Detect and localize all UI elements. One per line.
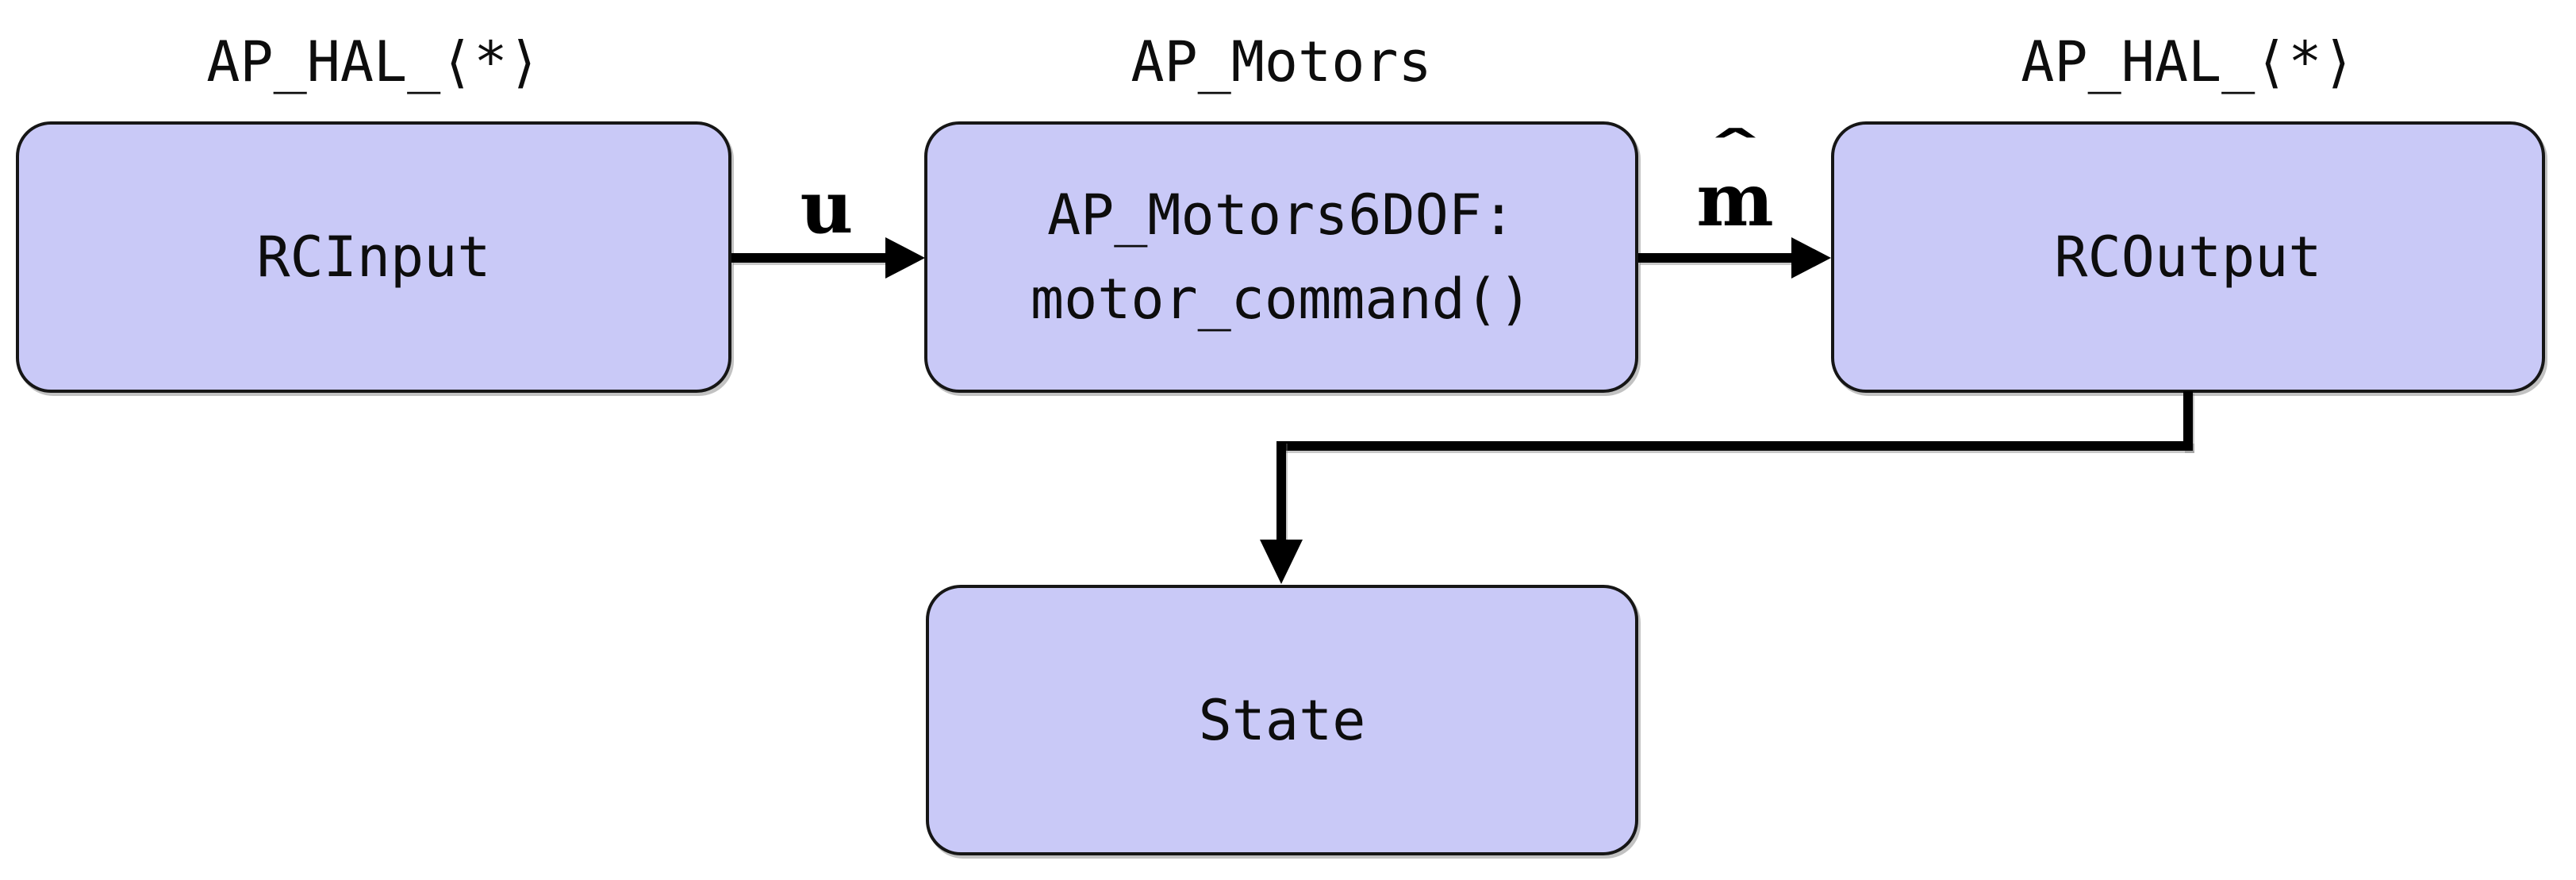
node-rcoutput: RCOutput [1831,121,2545,393]
edge-u-label-base: u [800,164,854,250]
node-ap-motors6dof-label-line2: motor_command() [1030,267,1533,332]
edge-u-arrowhead-right-icon [885,237,925,279]
edge-m-hat-arrowhead-right-icon [1791,237,1831,279]
connector-arrowhead-down-icon [1260,540,1303,584]
node-title-rcinput: AP_HAL_⟨*⟩ [206,29,541,94]
edge-u-line [731,253,888,263]
node-rcinput-label: RCInput [256,225,491,290]
connector-rcoutput-down-segment [2183,391,2193,451]
edge-m-hat-label: ˆ m [1638,121,1832,243]
connector-state-down-segment [1276,441,1286,541]
edge-u-label: u [731,171,922,244]
node-state-label: State [1198,687,1366,753]
edge-m-hat-line [1638,253,1793,263]
node-state: State [926,585,1638,855]
edge-m-hat-accent: ˆ [1707,121,1763,183]
node-rcoutput-label: RCOutput [2054,225,2322,290]
node-rcinput: RCInput [16,121,731,393]
edge-m-hat-label-base: m [1696,157,1774,243]
node-ap-motors6dof-label-line1: AP_Motors6DOF: [1046,183,1515,248]
node-title-ap-motors: AP_Motors [1131,29,1432,94]
connector-horizontal-segment [1276,441,2193,451]
node-ap-motors6dof: AP_Motors6DOF: motor_command() [924,121,1638,393]
node-title-rcoutput: AP_HAL_⟨*⟩ [2021,29,2355,94]
